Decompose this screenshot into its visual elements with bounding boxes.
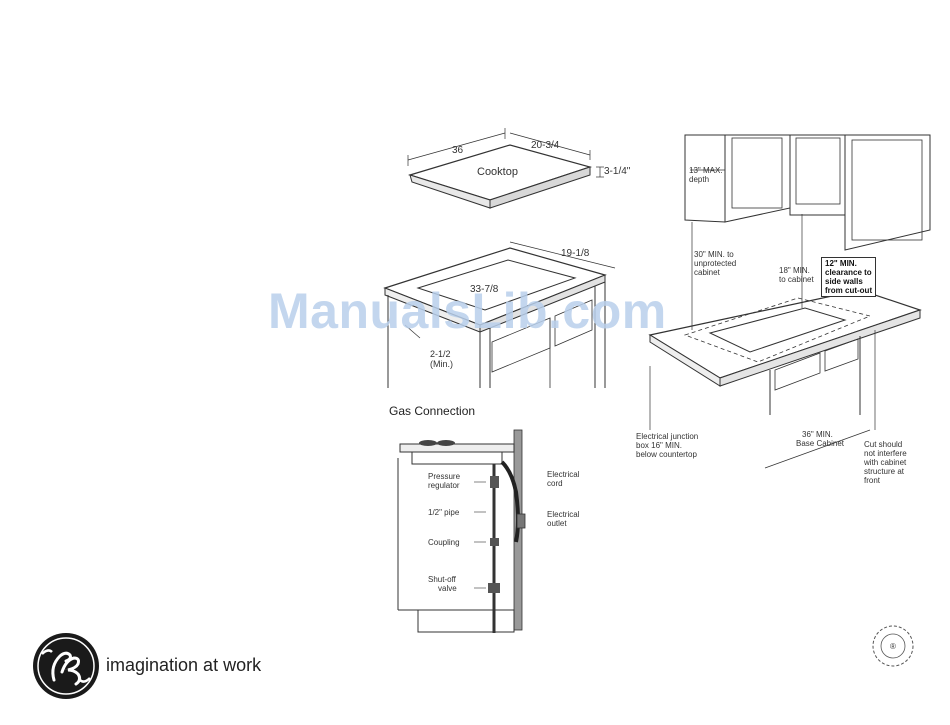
label-line: Electrical: [547, 510, 580, 519]
gas-connection-title: Gas Connection: [389, 404, 476, 418]
label-line: from cut-out: [825, 286, 873, 295]
label-line: cord: [547, 479, 563, 488]
label-line: Cut should: [864, 440, 903, 449]
cutout-width-dimension: 19-1/8: [561, 248, 590, 259]
label-line: valve: [438, 584, 457, 593]
label-line: clearance to: [825, 268, 872, 277]
cooktop-drawing: [407, 128, 604, 209]
junction-box-label: Electrical junction box 16" MIN. below c…: [636, 432, 698, 459]
logo-letters: GE: [65, 669, 67, 671]
svg-text:®: ®: [890, 642, 896, 651]
label-line: 30" MIN. to: [694, 250, 734, 259]
label-line: Base Cabinet: [796, 439, 845, 448]
ge-monogram-icon: GE: [33, 633, 99, 699]
electrical-cord-label: Electrical cord: [547, 470, 579, 488]
label-line: structure at: [864, 467, 905, 476]
clearance-drawing: [648, 134, 931, 469]
label-line: 12" MIN.: [825, 259, 857, 268]
side-wall-clearance-label: 12" MIN. clearance to side walls from cu…: [821, 257, 877, 297]
cabinet-clearance-label: 18" MIN. to cabinet: [779, 266, 814, 284]
label-line: Shut-off: [428, 575, 456, 584]
cutout-length-dimension: 33-7/8: [470, 284, 499, 295]
label-line: 18" MIN.: [779, 266, 810, 275]
certification-seal-icon: ®: [872, 625, 914, 667]
label-line: unprotected: [694, 259, 737, 268]
base-cabinet-label: 36" MIN. Base Cabinet: [796, 430, 844, 448]
cooktop-depth-dimension: 36: [452, 145, 464, 156]
label-line: side walls: [825, 277, 863, 286]
cooktop-width-dimension: 20-3/4: [531, 140, 560, 151]
front-dim-value: 2-1/2: [430, 349, 451, 359]
gas-connection-drawing: [397, 429, 526, 633]
pressure-regulator-label: Pressure regulator: [428, 472, 460, 490]
label-line: front: [864, 476, 881, 485]
electrical-outlet-label: Electrical outlet: [547, 510, 579, 528]
label-line: regulator: [428, 481, 460, 490]
ge-logo: GE: [32, 632, 100, 700]
coupling-label: Coupling: [428, 538, 460, 547]
label-line: depth: [689, 175, 710, 184]
unprotected-clearance-label: 30" MIN. to unprotected cabinet: [694, 250, 736, 277]
cutout-front-dimension: 2-1/2 (Min.): [430, 349, 453, 369]
cooktop-height-dimension: 3-1/4": [604, 166, 631, 177]
shutoff-valve-label: Shut-off valve: [428, 575, 457, 593]
label-line: 36" MIN.: [802, 430, 833, 439]
max-depth-label: 13" MAX. depth: [689, 166, 723, 184]
label-line: outlet: [547, 519, 567, 528]
label-line: not interfere: [864, 449, 907, 458]
front-dim-note: (Min.): [430, 359, 453, 369]
watermark: ManualsLib.com: [268, 283, 667, 339]
pipe-label: 1/2" pipe: [428, 508, 460, 517]
tagline: imagination at work: [106, 655, 262, 675]
label-line: box 16" MIN.: [636, 441, 682, 450]
label-line: with cabinet: [864, 458, 907, 467]
label-line: below countertop: [636, 450, 697, 459]
label-line: Electrical: [547, 470, 580, 479]
cooktop-label: Cooktop: [477, 166, 518, 178]
label-line: Pressure: [428, 472, 461, 481]
label-line: to cabinet: [779, 275, 814, 284]
label-line: 13" MAX.: [689, 166, 723, 175]
cut-note-label: Cut should not interfere with cabinet st…: [864, 440, 907, 485]
cutout-drawing: [383, 241, 616, 388]
label-line: Electrical junction: [636, 432, 699, 441]
label-line: cabinet: [694, 268, 720, 277]
